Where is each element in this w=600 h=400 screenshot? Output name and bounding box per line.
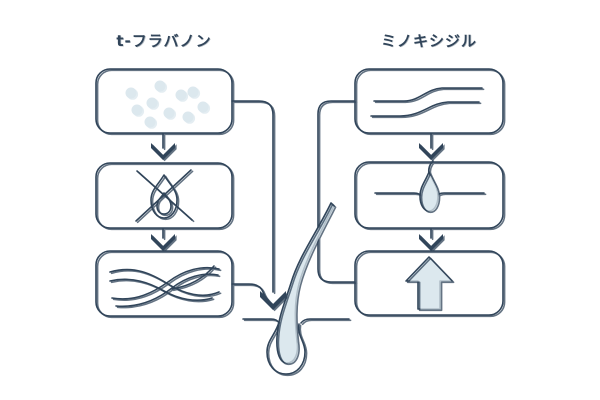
blood-vessel-icon	[370, 87, 483, 117]
follicle-pocket-outline	[266, 321, 306, 375]
flow-box-left-1	[95, 68, 233, 134]
column-title-t-flavanone: t-フラバノン	[116, 32, 212, 50]
column-title-minoxidil: ミノキシジル	[380, 32, 477, 50]
connector-right-box1-to-box3	[317, 100, 356, 283]
flow-box-right-1	[354, 68, 504, 134]
flow-boxes	[95, 68, 504, 317]
connector-left-column-to-scalp	[231, 100, 286, 310]
flow-box-left-2	[95, 162, 233, 229]
flow-box-right-2	[354, 161, 504, 229]
sketch-double-stroke-overlay	[96, 69, 506, 377]
